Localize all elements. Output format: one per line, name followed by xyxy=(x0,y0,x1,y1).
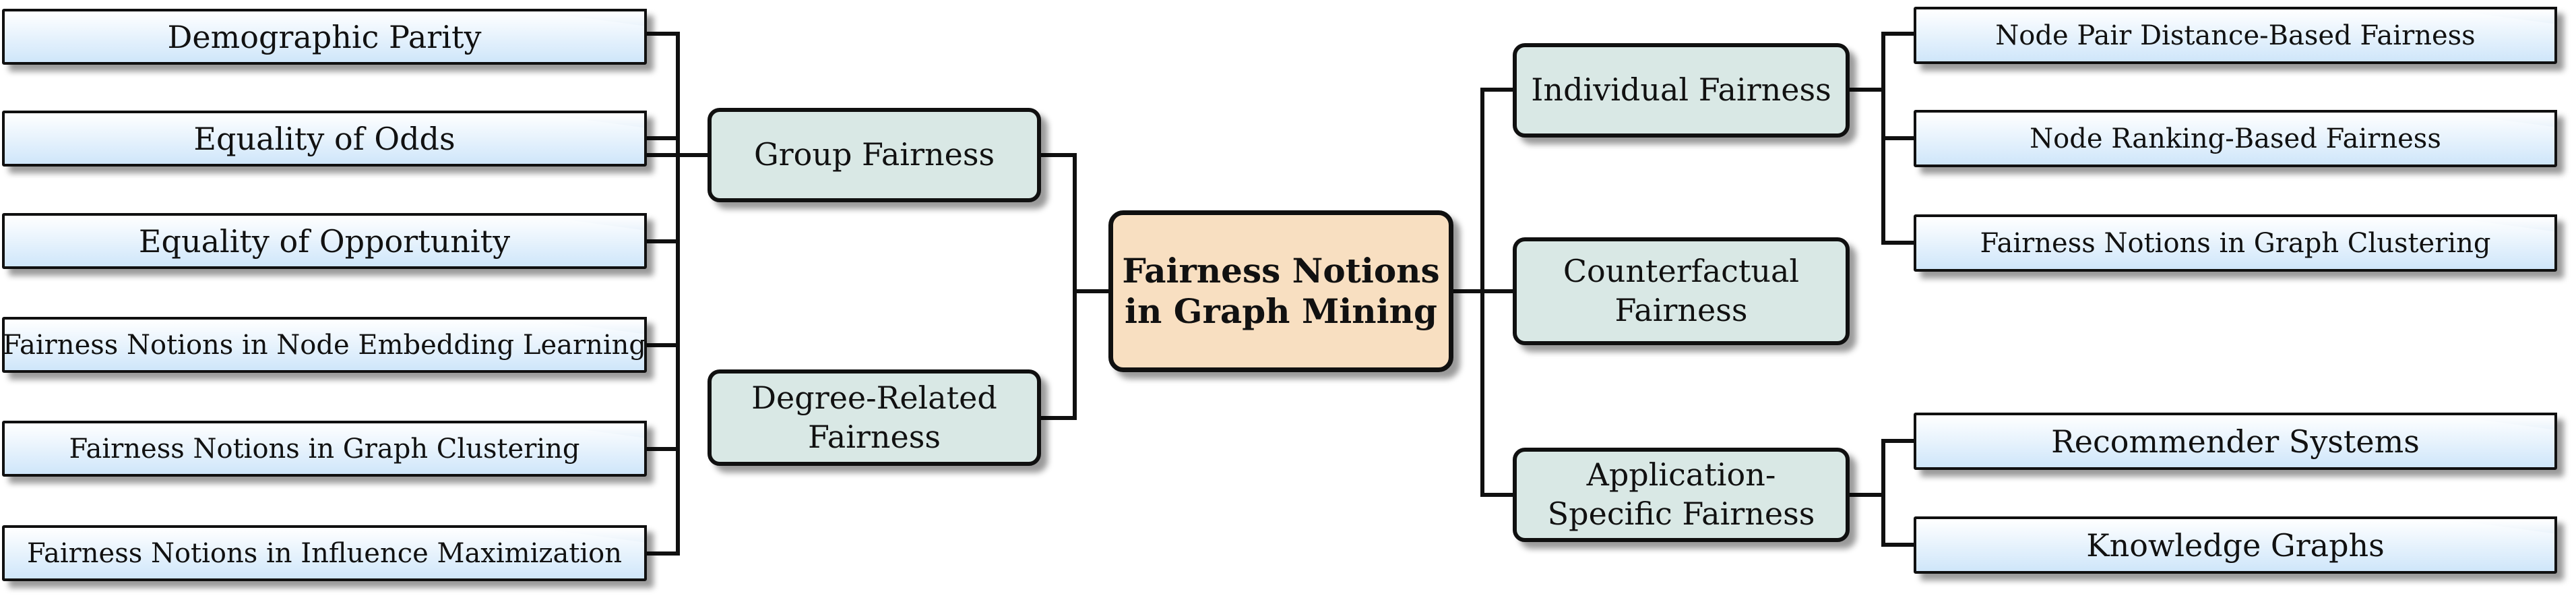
leaf-graph-clustering-individual: Fairness Notions in Graph Clustering xyxy=(1914,214,2557,272)
root-title-line2: in Graph Mining xyxy=(1125,291,1437,331)
leaf-equality-of-odds: Equality of Odds xyxy=(2,111,647,167)
category-label-line2: Specific Fairness xyxy=(1547,496,1815,532)
leaf-node-ranking: Node Ranking-Based Fairness xyxy=(1914,110,2557,167)
category-individual-fairness: Individual Fairness xyxy=(1513,43,1850,138)
category-label-line1: Application- xyxy=(1586,456,1776,494)
category-label: Individual Fairness xyxy=(1531,71,1831,109)
leaf-knowledge-graphs: Knowledge Graphs xyxy=(1914,516,2557,574)
category-label-line2: Fairness xyxy=(1614,292,1748,328)
leaf-influence-maximization: Fairness Notions in Influence Maximizati… xyxy=(2,525,647,581)
leaf-node-embedding-learning: Fairness Notions in Node Embedding Learn… xyxy=(2,317,647,373)
category-label-line2: Fairness xyxy=(808,418,941,455)
root-title-line1: Fairness Notions xyxy=(1122,251,1440,291)
category-label-line1: Degree-Related xyxy=(751,379,997,416)
category-application-specific-fairness: Application-Specific Fairness xyxy=(1513,448,1850,542)
leaf-equality-of-opportunity: Equality of Opportunity xyxy=(2,213,647,269)
leaf-recommender-systems: Recommender Systems xyxy=(1914,413,2557,470)
leaf-node-pair-distance: Node Pair Distance-Based Fairness xyxy=(1914,7,2557,64)
category-label: Group Fairness xyxy=(753,136,995,173)
category-label-line1: Counterfactual xyxy=(1563,253,1800,290)
leaf-demographic-parity: Demographic Parity xyxy=(2,9,647,65)
leaf-graph-clustering: Fairness Notions in Graph Clustering xyxy=(2,421,647,477)
category-group-fairness: Group Fairness xyxy=(708,108,1041,202)
